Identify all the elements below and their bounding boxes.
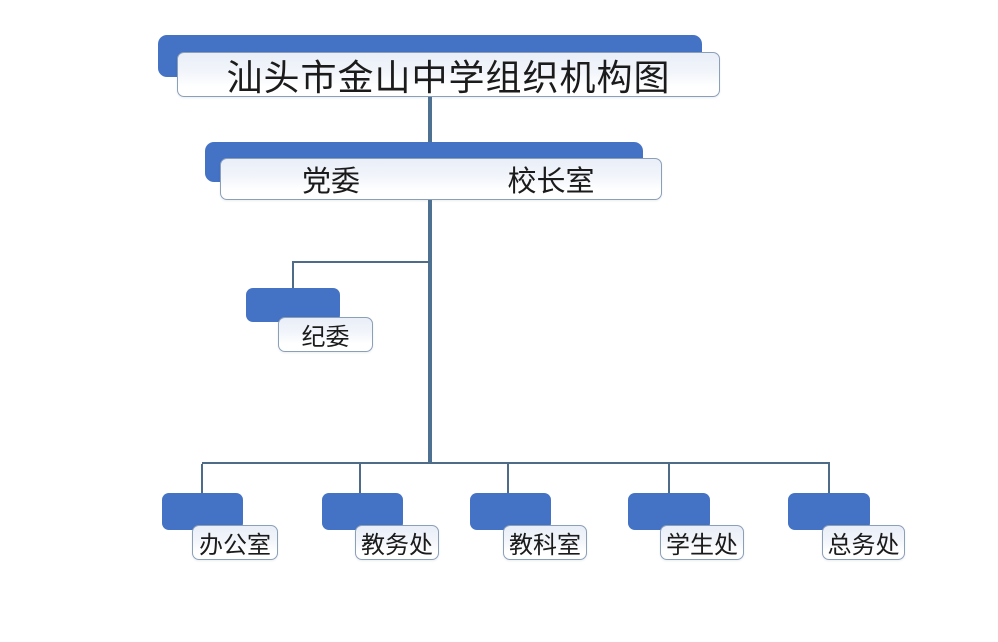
root-node: 党委 校长室 — [220, 158, 662, 200]
connector-title-to-root — [428, 97, 432, 142]
chart-title: 汕头市金山中学组织机构图 — [226, 57, 671, 98]
department-node: 教务处 — [355, 525, 439, 560]
connector-drop-1 — [201, 464, 203, 493]
connector-root-trunk — [428, 200, 432, 463]
root-node-left-label: 党委 — [301, 166, 360, 198]
connector-drop-3 — [507, 464, 509, 493]
connector-drop-4 — [668, 464, 670, 493]
department-node: 教科室 — [503, 525, 587, 560]
connector-branch-horizontal — [294, 261, 430, 263]
department-node-back-shape — [322, 493, 403, 530]
department-node: 总务处 — [822, 525, 905, 560]
department-node-back-shape — [162, 493, 243, 530]
department-label: 教科室 — [509, 533, 581, 559]
branch-node: 纪委 — [278, 317, 373, 352]
connector-branch-vertical — [292, 261, 294, 289]
connector-drop-5 — [828, 464, 830, 493]
department-label: 学生处 — [666, 533, 738, 559]
connector-departments-horizontal — [202, 462, 830, 464]
branch-node-label: 纪委 — [301, 325, 350, 351]
department-node-back-shape — [470, 493, 551, 530]
title-node: 汕头市金山中学组织机构图 — [177, 52, 720, 98]
department-node: 学生处 — [660, 525, 744, 560]
department-node-back-shape — [628, 493, 710, 530]
root-node-right-label: 校长室 — [507, 166, 595, 198]
department-label: 教务处 — [361, 533, 433, 559]
department-node: 办公室 — [192, 525, 278, 560]
department-node-back-shape — [788, 493, 870, 530]
branch-node-back-shape — [246, 288, 340, 322]
department-label: 总务处 — [827, 533, 900, 559]
department-label: 办公室 — [199, 533, 271, 559]
connector-drop-2 — [359, 464, 361, 493]
